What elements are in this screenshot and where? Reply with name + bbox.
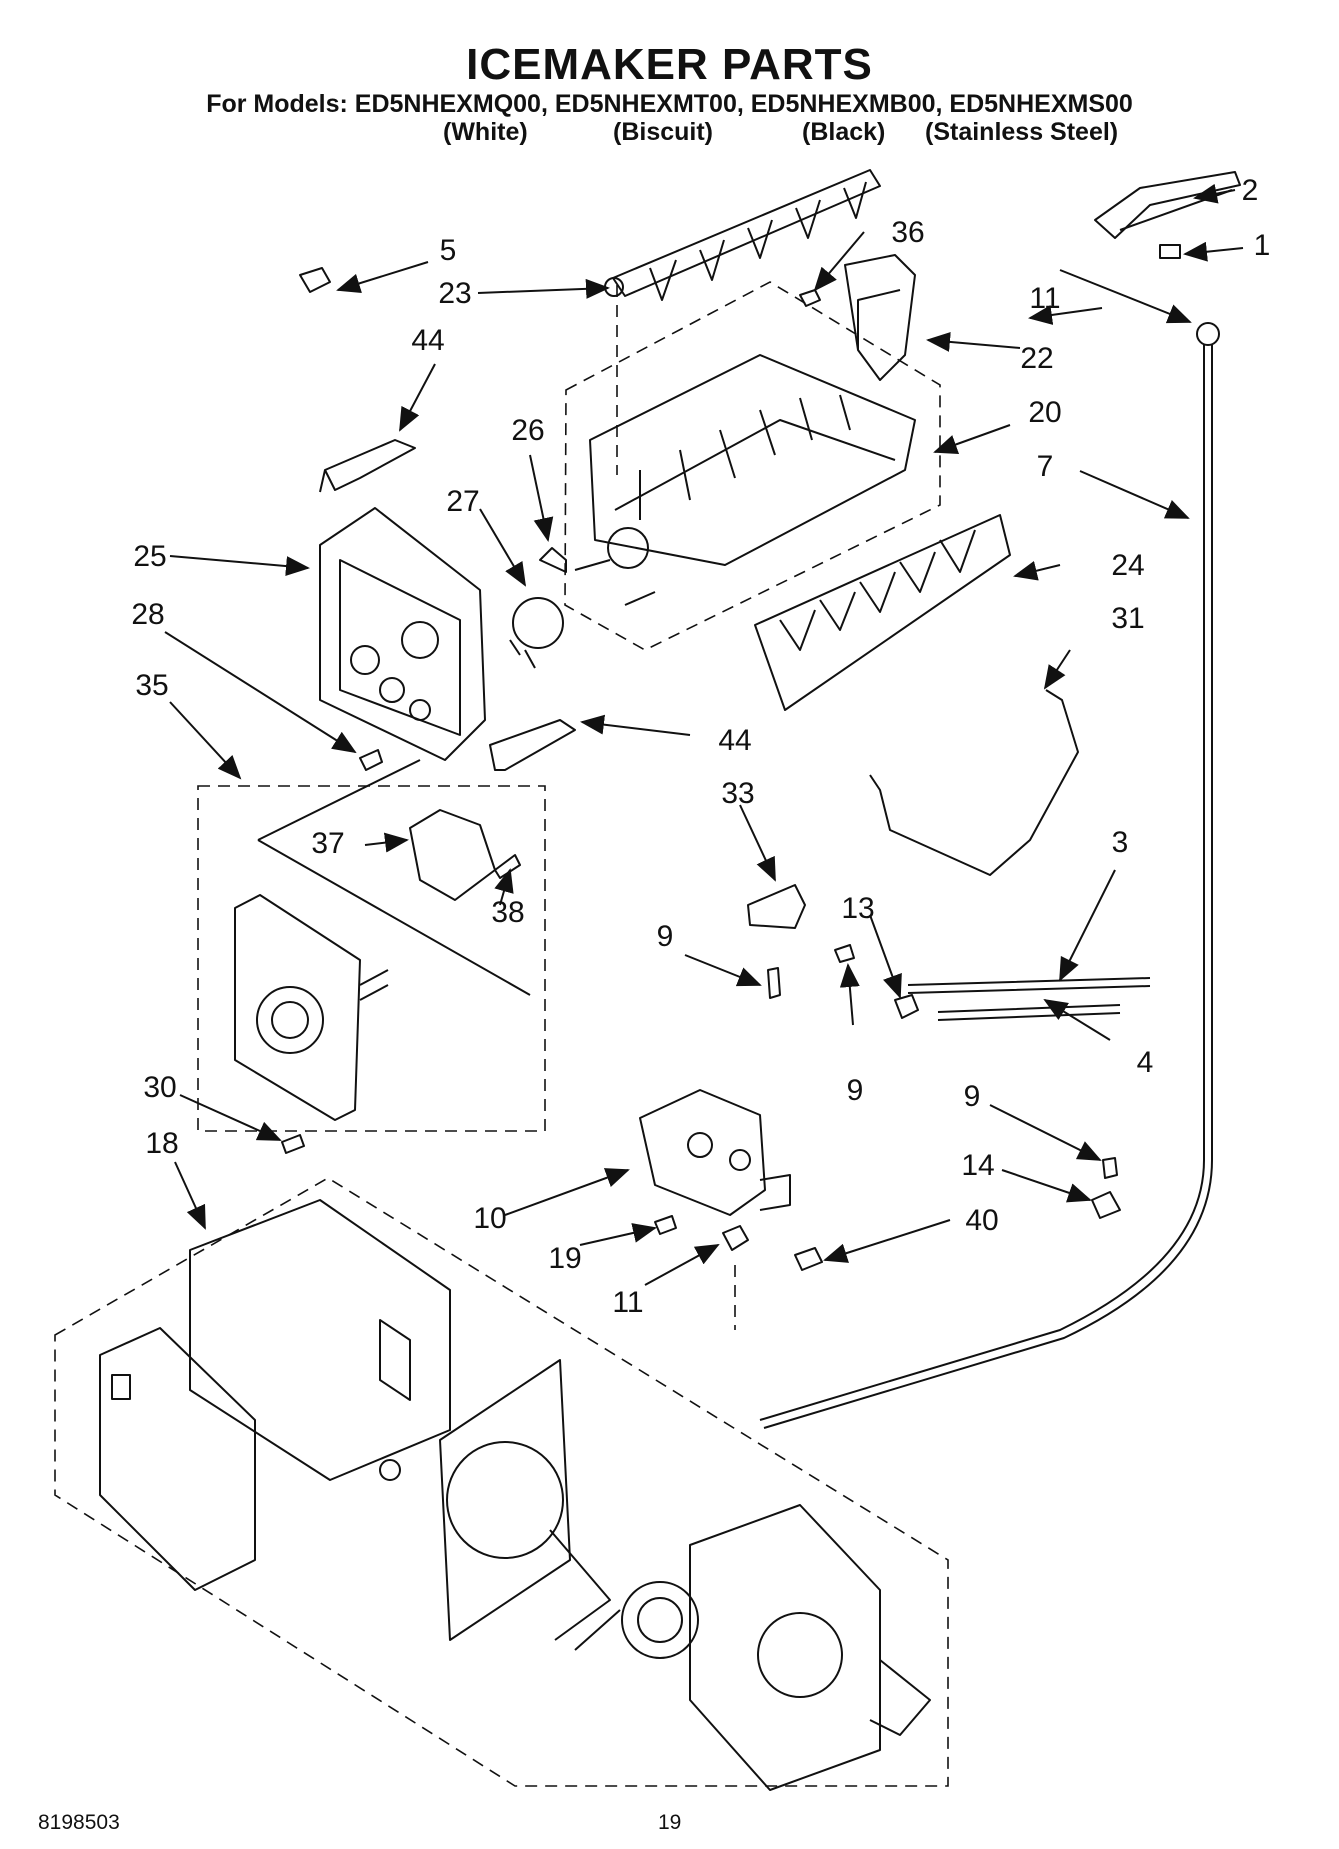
screw-36-part xyxy=(799,289,821,307)
tube-nut-top xyxy=(1196,322,1220,346)
callout-25: 25 xyxy=(133,540,166,573)
callout-31: 31 xyxy=(1111,602,1144,635)
control-housing-part xyxy=(319,507,486,761)
callout-10: 10 xyxy=(473,1202,506,1235)
callout-2: 2 xyxy=(1242,174,1259,207)
cover-33-part xyxy=(747,884,806,929)
screw-30-part xyxy=(281,1134,305,1154)
doc-number: 8198503 xyxy=(38,1811,120,1834)
callout-11-top: 11 xyxy=(1029,282,1060,315)
tube-3-part xyxy=(907,977,1151,994)
callout-7: 7 xyxy=(1037,450,1054,483)
callout-37: 37 xyxy=(311,827,344,860)
finish-stainless: (Stainless Steel) xyxy=(925,118,1119,146)
callout-27: 27 xyxy=(446,485,479,518)
fan-assembly-part xyxy=(99,1199,931,1791)
callout-9-c: 9 xyxy=(964,1080,981,1113)
callout-40: 40 xyxy=(965,1204,998,1237)
callout-18: 18 xyxy=(145,1127,178,1160)
water-valve-part xyxy=(639,1089,791,1216)
bracket-44-top xyxy=(319,439,416,493)
nut-11-bottom xyxy=(722,1225,749,1251)
callout-13: 13 xyxy=(841,892,874,925)
models-line: For Models: ED5NHEXMQ00, ED5NHEXMT00, ED… xyxy=(206,90,1133,118)
motor-kit-boundary xyxy=(197,785,546,1132)
icemaker-mold-part xyxy=(574,354,916,606)
callout-9-a: 9 xyxy=(657,920,674,953)
callout-22: 22 xyxy=(1020,342,1053,375)
callout-44-bottom: 44 xyxy=(718,724,751,757)
callout-26: 26 xyxy=(511,414,544,447)
screw-9-c xyxy=(1102,1157,1118,1179)
fill-cup-part xyxy=(844,254,916,381)
motor-plate-part xyxy=(234,894,389,1121)
callout-28: 28 xyxy=(131,598,164,631)
screw-19-part xyxy=(654,1215,677,1235)
callout-33: 33 xyxy=(721,777,754,810)
callout-24: 24 xyxy=(1111,549,1144,582)
thermostat-part xyxy=(509,597,564,669)
fill-tube-part xyxy=(759,345,1213,1429)
callout-19: 19 xyxy=(548,1242,581,1275)
callout-23: 23 xyxy=(438,277,471,310)
callout-30: 30 xyxy=(143,1071,176,1104)
wire-part xyxy=(869,689,1079,876)
callout-1: 1 xyxy=(1254,229,1271,262)
screw-9-b xyxy=(834,944,855,963)
page-number: 19 xyxy=(658,1811,682,1834)
icemaker-mold-boundary xyxy=(564,281,941,651)
finish-white: (White) xyxy=(443,118,528,146)
callout-35: 35 xyxy=(135,669,168,702)
finish-black: (Black) xyxy=(802,118,886,146)
stripper-part xyxy=(754,514,1011,711)
callout-5: 5 xyxy=(440,234,457,267)
callout-36: 36 xyxy=(891,216,924,249)
fan-assembly-boundary xyxy=(54,1177,949,1787)
fill-cup-guard-part xyxy=(1094,171,1241,259)
motor-kit-line xyxy=(257,759,531,996)
nut-13-part xyxy=(894,994,919,1019)
callout-11-bottom: 11 xyxy=(612,1286,643,1319)
screw-28-part xyxy=(359,749,383,771)
callout-3: 3 xyxy=(1112,826,1129,859)
clamp-part xyxy=(1091,1191,1121,1219)
motor-cover-part xyxy=(409,809,496,901)
tube-4-part xyxy=(937,1004,1121,1021)
callout-44-top: 44 xyxy=(411,324,444,357)
ejector-shaft-part xyxy=(604,169,881,301)
callout-9-b: 9 xyxy=(847,1074,864,1107)
callout-20: 20 xyxy=(1028,396,1061,429)
callout-14: 14 xyxy=(961,1149,994,1182)
callout-38: 38 xyxy=(491,896,524,929)
screw-38-part xyxy=(494,854,521,879)
spring-part xyxy=(539,547,567,573)
callout-4: 4 xyxy=(1137,1046,1154,1079)
page-title: ICEMAKER PARTS xyxy=(466,40,873,89)
clip-part xyxy=(299,267,331,293)
nut-40-part xyxy=(794,1247,823,1271)
finish-biscuit: (Biscuit) xyxy=(613,118,713,146)
screw-9-a xyxy=(767,967,781,999)
bracket-44-bottom xyxy=(489,719,576,771)
